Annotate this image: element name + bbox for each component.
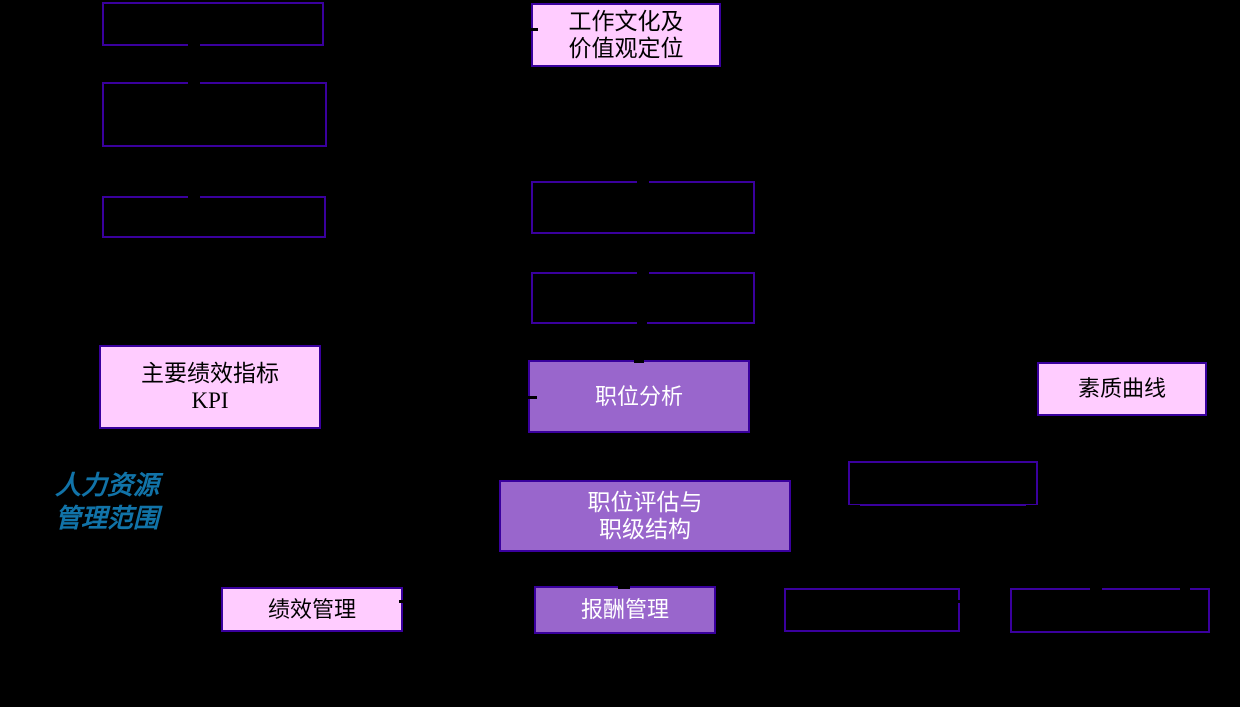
connector-stub xyxy=(399,600,409,603)
connector-stub xyxy=(634,360,644,363)
connector-stub xyxy=(1026,505,1038,508)
node-box-labeled[interactable]: 职位分析 xyxy=(528,360,750,433)
node-box-empty[interactable] xyxy=(102,2,324,46)
connector-stub xyxy=(1119,416,1131,419)
connector-stub xyxy=(637,272,649,275)
node-box-labeled[interactable]: 主要绩效指标 KPI xyxy=(99,345,321,429)
node-box-labeled[interactable]: 素质曲线 xyxy=(1037,362,1207,416)
node-label: 绩效管理 xyxy=(267,596,356,622)
node-label: 报酬管理 xyxy=(580,597,669,623)
node-box-empty[interactable] xyxy=(1010,588,1210,633)
connector-stub xyxy=(1090,588,1102,591)
node-label: 职位评估与 职级结构 xyxy=(587,489,703,542)
connector-stub xyxy=(1180,588,1190,591)
node-label: 职位分析 xyxy=(594,383,683,409)
connector-stub xyxy=(523,396,537,399)
node-box-empty[interactable] xyxy=(102,196,326,238)
connector-stub xyxy=(618,586,630,589)
connector-stub xyxy=(955,600,965,603)
connector-stub xyxy=(188,44,200,47)
node-box-empty[interactable] xyxy=(531,272,755,324)
node-box-labeled[interactable]: 报酬管理 xyxy=(534,586,716,634)
connector-stub xyxy=(637,322,647,325)
connector-stub xyxy=(324,30,327,44)
node-box-labeled[interactable]: 职位评估与 职级结构 xyxy=(499,480,791,552)
connector-stub xyxy=(530,28,538,31)
connector-stub xyxy=(188,82,200,85)
node-box-empty[interactable] xyxy=(848,461,1038,506)
node-box-labeled[interactable]: 绩效管理 xyxy=(221,587,403,632)
node-box-empty[interactable] xyxy=(102,82,327,147)
connector-stub xyxy=(637,181,649,184)
node-box-empty[interactable] xyxy=(784,588,960,632)
connector-stub xyxy=(640,552,650,555)
hr-scope-label: 人力资源 管理范围 xyxy=(55,471,160,533)
node-label: 工作文化及 价值观定位 xyxy=(568,8,684,61)
node-label: 主要绩效指标 KPI xyxy=(141,360,279,413)
connector-stub xyxy=(617,67,631,70)
node-label: 素质曲线 xyxy=(1077,376,1166,402)
connector-stub xyxy=(848,505,860,508)
node-box-labeled[interactable]: 工作文化及 价值观定位 xyxy=(531,3,721,67)
node-box-empty[interactable] xyxy=(531,181,755,234)
connector-stub xyxy=(188,196,200,199)
